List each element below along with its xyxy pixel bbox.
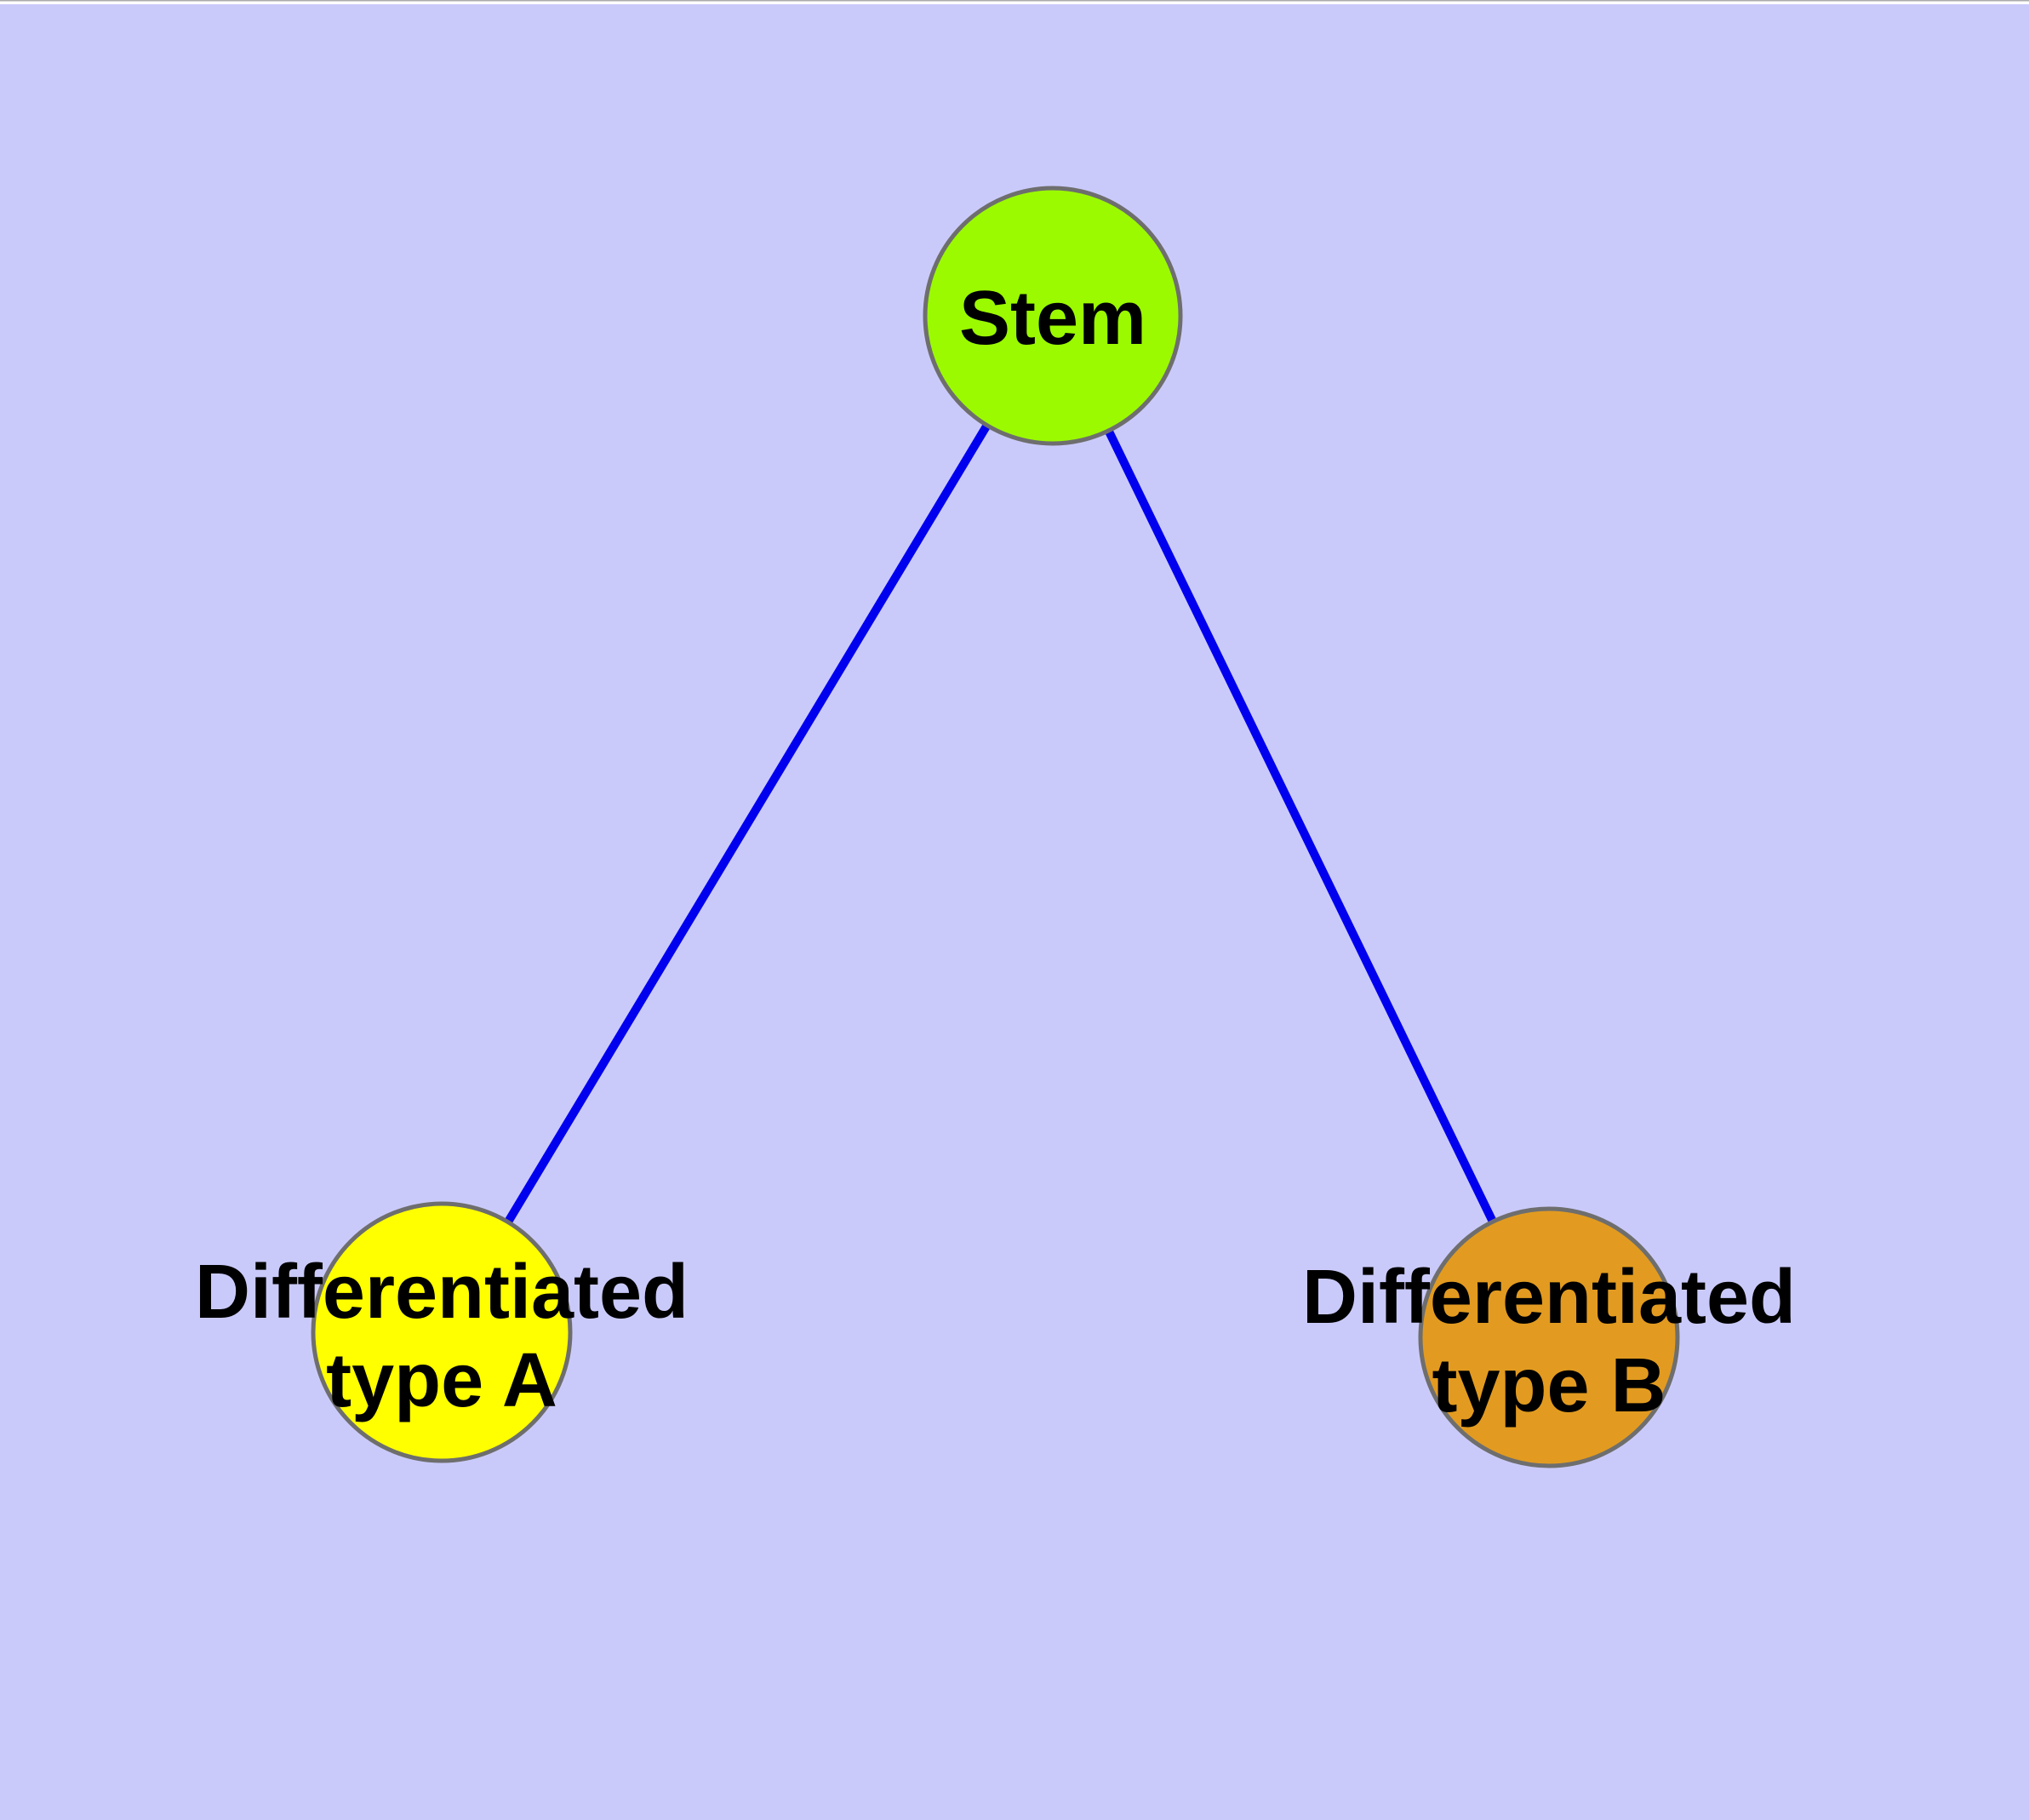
node-type-b-label-line1: Differentiated bbox=[1302, 1255, 1796, 1340]
window-top-hairline bbox=[0, 0, 2029, 2]
window-top-edge bbox=[0, 0, 2029, 4]
edges bbox=[437, 313, 1553, 1340]
node-stem bbox=[923, 186, 1183, 446]
node-differentiated-type-b bbox=[1418, 1206, 1680, 1468]
window-top-strip bbox=[0, 1, 2029, 4]
edge-stem-to-type-a bbox=[437, 313, 1057, 1335]
nodes bbox=[311, 186, 1680, 1468]
node-stem-label: Stem bbox=[959, 276, 1146, 361]
node-type-a-label-line1: Differentiated bbox=[195, 1250, 689, 1335]
node-type-a-label-line2: type A bbox=[326, 1338, 557, 1423]
node-differentiated-type-a bbox=[311, 1201, 573, 1463]
edge-stem-to-type-b bbox=[1049, 313, 1553, 1340]
node-labels: Stem Differentiated type A Differentiate… bbox=[195, 276, 1796, 1428]
node-type-b-label-line2: type B bbox=[1432, 1343, 1666, 1428]
